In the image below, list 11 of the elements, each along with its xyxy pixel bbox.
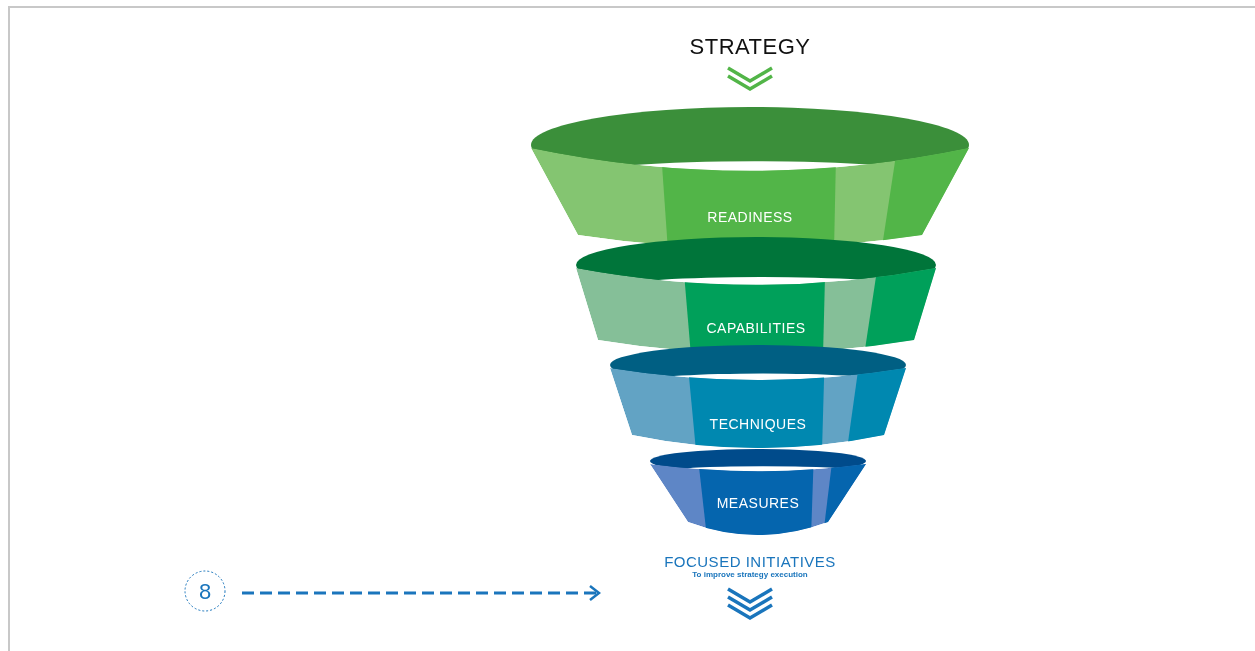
arrow (242, 584, 601, 602)
outcome-label: FOCUSED INITIATIVES (663, 554, 837, 571)
subtitle-text: To improve strategy execution (691, 570, 809, 580)
heading-label: STRATEGY (688, 35, 812, 60)
ring-label: TECHNIQUES (709, 416, 807, 432)
chevron-arrow (726, 66, 774, 92)
ring-label: CAPABILITIES (706, 320, 806, 336)
callout-number: 8 (198, 579, 212, 605)
ring-label: MEASURES (716, 495, 800, 511)
chevron-arrow (726, 587, 774, 621)
ring-label: READINESS (707, 209, 793, 225)
